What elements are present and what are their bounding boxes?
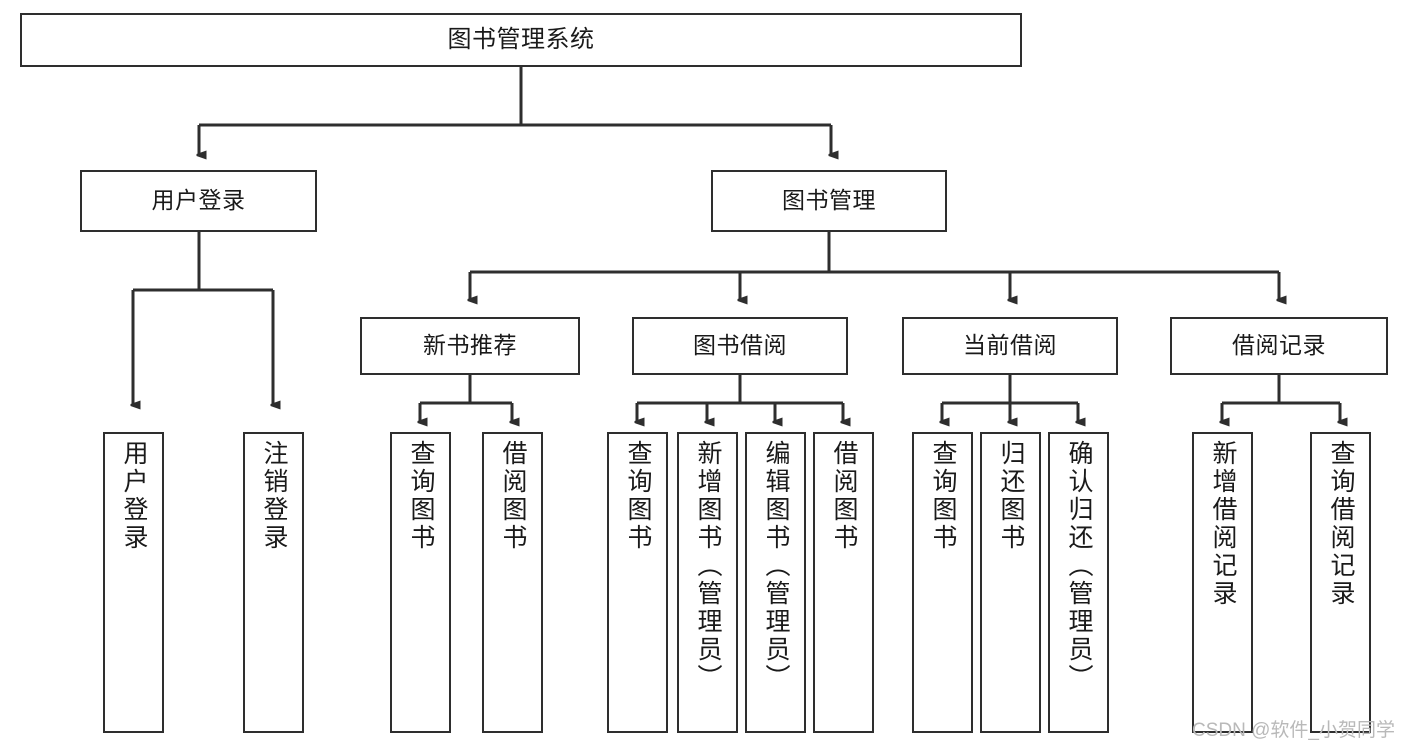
node-label: 查询图书: [929, 440, 957, 552]
leaf-query-book-borrow[interactable]: 查询图书: [607, 432, 668, 733]
node-label: 查询图书: [624, 440, 652, 552]
leaf-borrow-book-recommend[interactable]: 借阅图书: [482, 432, 543, 733]
node-new-book-recommend[interactable]: 新书推荐: [360, 317, 580, 375]
node-label: 借阅图书: [830, 440, 858, 552]
node-current-borrow[interactable]: 当前借阅: [902, 317, 1118, 375]
node-label: 图书管理: [782, 187, 876, 214]
node-label: 当前借阅: [963, 332, 1057, 359]
node-label: 新增借阅记录: [1209, 440, 1237, 608]
node-label: 借阅图书: [499, 440, 527, 552]
node-label: 新增图书（管理员）: [694, 440, 722, 692]
leaf-confirm-return[interactable]: 确认归还（管理员）: [1048, 432, 1109, 733]
node-label: 归还图书: [997, 440, 1025, 552]
leaf-add-borrow-record[interactable]: 新增借阅记录: [1192, 432, 1253, 733]
node-label: 注销登录: [260, 440, 288, 552]
node-borrow-record[interactable]: 借阅记录: [1170, 317, 1388, 375]
node-label: 用户登录: [151, 187, 246, 214]
leaf-add-book[interactable]: 新增图书（管理员）: [677, 432, 738, 733]
node-book-management[interactable]: 图书管理: [711, 170, 947, 232]
leaf-edit-book[interactable]: 编辑图书（管理员）: [745, 432, 806, 733]
leaf-logout-login[interactable]: 注销登录: [243, 432, 304, 733]
leaf-query-borrow-record[interactable]: 查询借阅记录: [1310, 432, 1371, 733]
node-label: 图书借阅: [693, 332, 787, 359]
leaf-query-book-current[interactable]: 查询图书: [912, 432, 973, 733]
node-label: 借阅记录: [1232, 332, 1326, 359]
leaf-user-login[interactable]: 用户登录: [103, 432, 164, 733]
node-label: 查询借阅记录: [1327, 440, 1355, 608]
leaf-borrow-book[interactable]: 借阅图书: [813, 432, 874, 733]
node-label: 查询图书: [407, 440, 435, 552]
node-label: 用户登录: [120, 440, 148, 552]
leaf-return-book[interactable]: 归还图书: [980, 432, 1041, 733]
csdn-watermark: CSDN @软件_小贺同学: [1192, 720, 1395, 741]
node-book-borrow[interactable]: 图书借阅: [632, 317, 848, 375]
node-label: 确认归还（管理员）: [1065, 440, 1093, 692]
node-user-login[interactable]: 用户登录: [80, 170, 317, 232]
node-root-system[interactable]: 图书管理系统: [20, 13, 1022, 67]
node-label: 图书管理系统: [447, 25, 595, 53]
leaf-query-book-recommend[interactable]: 查询图书: [390, 432, 451, 733]
node-label: 新书推荐: [423, 332, 517, 359]
node-label: 编辑图书（管理员）: [762, 440, 790, 692]
